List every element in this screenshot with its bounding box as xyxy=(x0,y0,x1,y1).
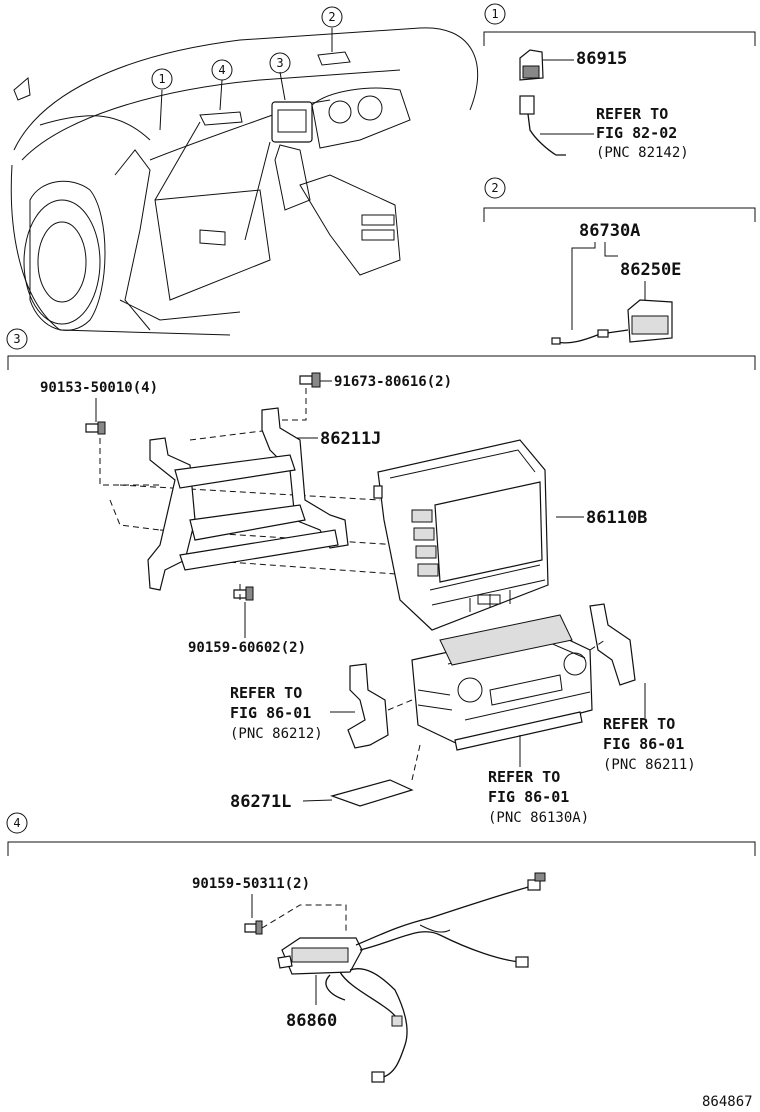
part-90159-50311: 90159-50311(2) xyxy=(192,876,310,892)
part-90159-60602: 90159-60602(2) xyxy=(188,640,306,656)
section-1-callout: 1 xyxy=(491,7,498,21)
ref-bottom-line1: REFER TO xyxy=(488,768,560,786)
bolt-top xyxy=(299,372,321,388)
section-3: 3 90153-50010(4) 91673-80616(2) 86211J 8… xyxy=(6,328,756,826)
bolt-section4 xyxy=(244,920,263,935)
control-panel xyxy=(411,614,593,751)
section-3-callout: 3 xyxy=(13,332,20,346)
ref-left-line1: REFER TO xyxy=(230,684,302,702)
ref-bottom-line3: (PNC 86130A) xyxy=(488,810,589,826)
callout-2-top: 2 xyxy=(328,10,335,24)
bolt-bottom xyxy=(233,586,254,601)
ref-right-line2: FIG 86-01 xyxy=(603,735,684,753)
bolt-left xyxy=(85,421,106,435)
figure-id: 864867 xyxy=(702,1094,753,1110)
ref-right-line1: REFER TO xyxy=(603,715,675,733)
section-1: 1 86915 REFER TO FIG 82-02 (PNC 82142) xyxy=(483,3,756,161)
part-86860: 86860 xyxy=(286,1011,337,1031)
ref-bottom-line2: FIG 86-01 xyxy=(488,788,569,806)
part-86110b: 86110B xyxy=(586,508,647,528)
part-86915: 86915 xyxy=(576,49,627,69)
section-4: 4 90159-50311(2) 86860 xyxy=(6,812,756,1083)
ref-right-line3: (PNC 86211) xyxy=(603,757,696,773)
part-86730a: 86730A xyxy=(579,221,640,241)
section-4-callout: 4 xyxy=(13,816,20,830)
vehicle-overview xyxy=(10,27,479,336)
callout-1-top: 1 xyxy=(158,72,165,86)
part-91673-80616: 91673-80616(2) xyxy=(334,374,452,390)
callout-3-top: 3 xyxy=(276,56,283,70)
section-2: 2 86730A 86250E xyxy=(483,177,756,345)
ref-left-line2: FIG 86-01 xyxy=(230,704,311,722)
part-86211j: 86211J xyxy=(320,429,381,449)
section-2-callout: 2 xyxy=(491,181,498,195)
section1-refer-line2: FIG 82-02 xyxy=(596,124,677,142)
section1-refer-line3: (PNC 82142) xyxy=(596,145,689,161)
part-86271l: 86271L xyxy=(230,792,291,812)
part-90153-50010: 90153-50010(4) xyxy=(40,380,158,396)
callout-4-top: 4 xyxy=(218,63,225,77)
section1-refer-line1: REFER TO xyxy=(596,105,668,123)
part-86250e: 86250E xyxy=(620,260,681,280)
overview-callouts: 2 1 4 3 xyxy=(151,6,343,90)
module-86860 xyxy=(277,937,363,975)
ref-left-line3: (PNC 86212) xyxy=(230,726,323,742)
display-unit xyxy=(373,439,549,631)
